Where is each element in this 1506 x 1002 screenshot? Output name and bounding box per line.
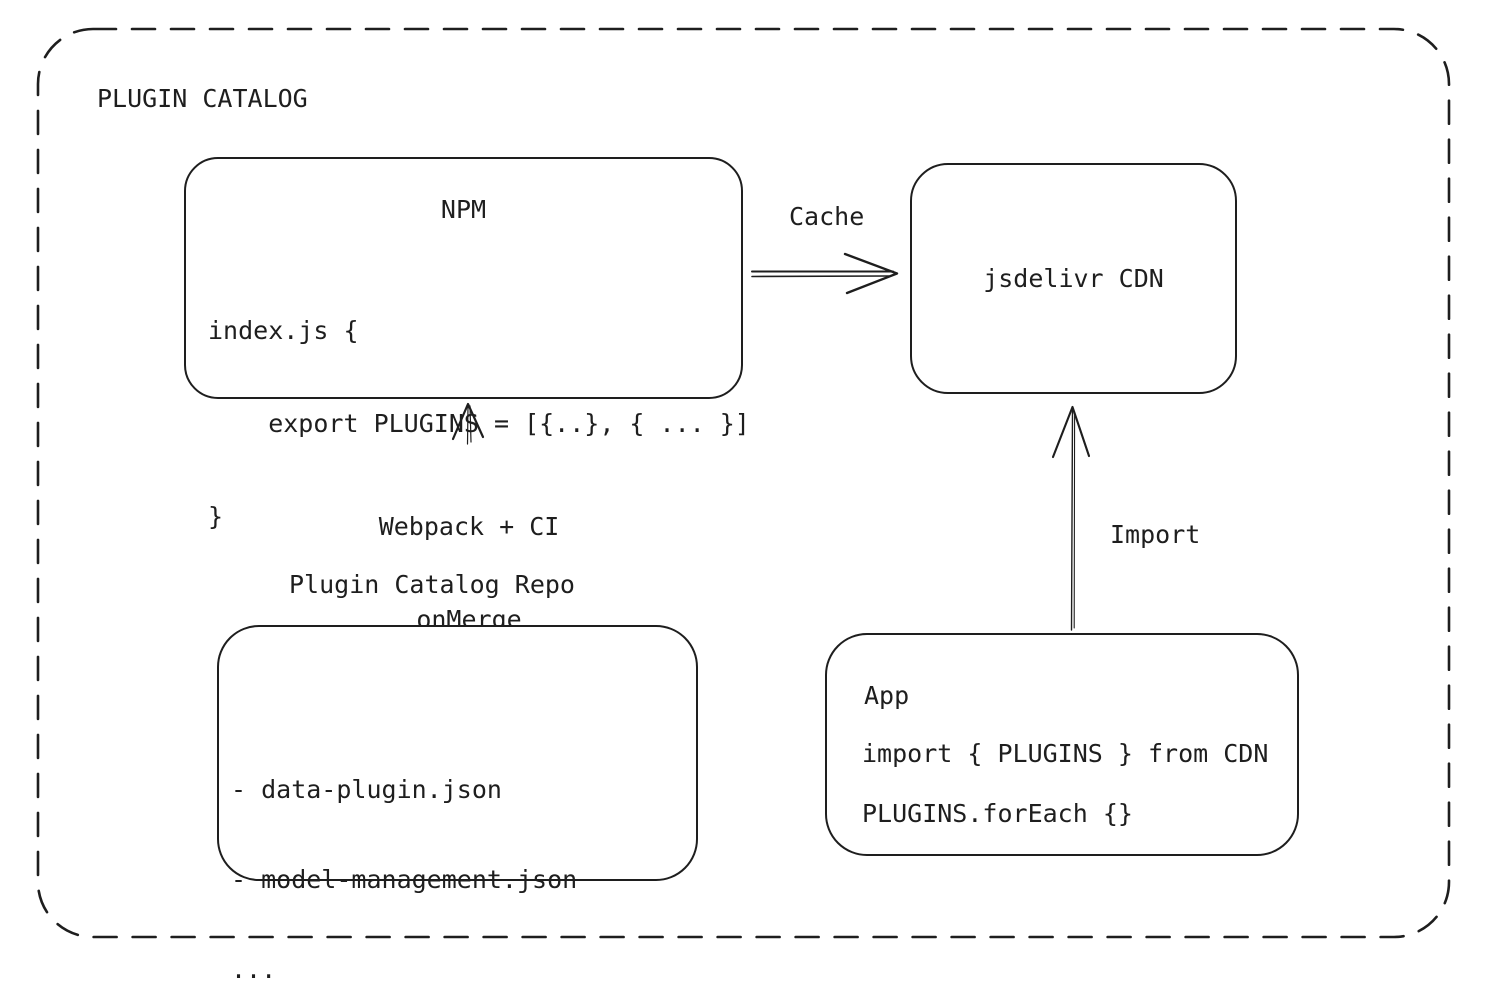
npm-code-line: export PLUGINS = [{..}, { ... }] — [208, 409, 750, 438]
import-edge-label: Import — [1110, 520, 1201, 549]
npm-code-block: index.js { export PLUGINS = [{..}, { ...… — [208, 253, 750, 594]
cache-edge-label: Cache — [789, 202, 865, 231]
app-code-line: PLUGINS.forEach {} — [862, 799, 1133, 828]
import-arrow — [1051, 405, 1091, 631]
repo-file-list: - data-plugin.json - model-management.js… — [231, 715, 577, 1002]
node-npm: NPM index.js { export PLUGINS = [{..}, {… — [184, 157, 750, 531]
build-edge-label-line: Webpack + CI — [378, 512, 560, 541]
app-code-line: import { PLUGINS } from CDN — [862, 739, 1269, 768]
cdn-label: jsdelivr CDN — [983, 264, 1164, 293]
npm-title: NPM — [440, 195, 487, 224]
cache-arrow — [751, 252, 899, 295]
repo-file-item: ... — [231, 955, 277, 984]
repo-file-item: - model-management.json — [231, 865, 578, 894]
node-app: App import { PLUGINS } from CDN PLUGINS.… — [825, 633, 1299, 856]
frame-title: PLUGIN CATALOG — [97, 84, 308, 113]
npm-code-line: index.js { — [208, 316, 359, 345]
repo-title: Plugin Catalog Repo — [289, 570, 575, 599]
node-repo: - data-plugin.json - model-management.js… — [217, 625, 698, 984]
npm-code-line: } — [208, 502, 224, 531]
node-cdn: jsdelivr CDN — [910, 163, 1237, 394]
repo-file-item: - data-plugin.json — [231, 775, 502, 804]
app-title: App — [864, 681, 910, 710]
